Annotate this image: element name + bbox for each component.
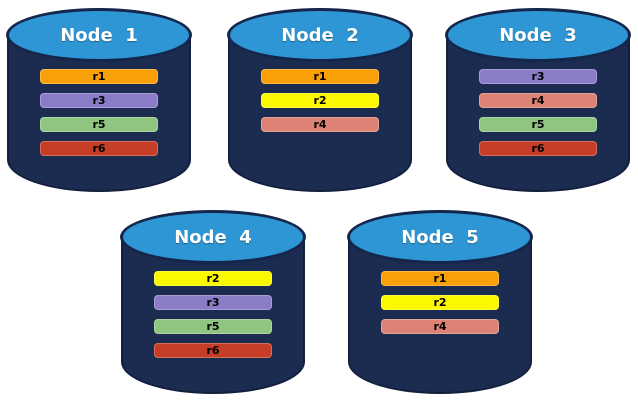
db-node-top: Node 1	[6, 8, 192, 62]
replica-bar-r3: r3	[154, 295, 272, 310]
replica-bar-r6: r6	[154, 343, 272, 358]
replica-label: r5	[531, 118, 545, 131]
replica-label: r3	[206, 296, 220, 309]
replica-label: r3	[531, 70, 545, 83]
replica-bar-r1: r1	[261, 69, 379, 84]
replica-label: r3	[92, 94, 106, 107]
node-title: Node 5	[401, 226, 479, 248]
replica-bar-r4: r4	[381, 319, 499, 334]
replica-bar-r5: r5	[479, 117, 597, 132]
replica-bar-r2: r2	[261, 93, 379, 108]
db-node-top: Node 2	[227, 8, 413, 62]
db-node-top: Node 5	[347, 210, 533, 264]
replica-bar-r3: r3	[479, 69, 597, 84]
replica-bar-r6: r6	[479, 141, 597, 156]
replica-label: r6	[531, 142, 545, 155]
replica-label: r2	[313, 94, 327, 107]
replica-bar-r5: r5	[40, 117, 158, 132]
db-node-2: Node 2 r1 r2 r4	[227, 8, 413, 192]
replica-list: r3 r4 r5 r6	[479, 69, 597, 156]
db-node-5: Node 5 r1 r2 r4	[347, 210, 533, 394]
replica-bar-r1: r1	[40, 69, 158, 84]
node-title: Node 4	[174, 226, 252, 248]
replica-label: r4	[313, 118, 327, 131]
db-node-1: Node 1 r1 r3 r5 r6	[6, 8, 192, 192]
replica-label: r2	[433, 296, 447, 309]
replica-bar-r4: r4	[479, 93, 597, 108]
node-title: Node 3	[499, 24, 577, 46]
replica-label: r6	[206, 344, 220, 357]
replica-bar-r3: r3	[40, 93, 158, 108]
replica-label: r5	[92, 118, 106, 131]
replica-label: r4	[433, 320, 447, 333]
db-node-top: Node 3	[445, 8, 631, 62]
replica-bar-r4: r4	[261, 117, 379, 132]
replica-label: r1	[313, 70, 327, 83]
replica-list: r1 r2 r4	[381, 271, 499, 334]
replica-label: r4	[531, 94, 545, 107]
replica-list: r1 r3 r5 r6	[40, 69, 158, 156]
db-node-3: Node 3 r3 r4 r5 r6	[445, 8, 631, 192]
replica-bar-r2: r2	[381, 295, 499, 310]
replica-label: r6	[92, 142, 106, 155]
node-title: Node 1	[60, 24, 138, 46]
replica-label: r2	[206, 272, 220, 285]
replica-label: r1	[92, 70, 106, 83]
replica-bar-r2: r2	[154, 271, 272, 286]
node-title: Node 2	[281, 24, 359, 46]
replica-label: r5	[206, 320, 220, 333]
replica-label: r1	[433, 272, 447, 285]
replica-list: r2 r3 r5 r6	[154, 271, 272, 358]
replica-list: r1 r2 r4	[261, 69, 379, 132]
db-node-top: Node 4	[120, 210, 306, 264]
replica-bar-r5: r5	[154, 319, 272, 334]
db-node-4: Node 4 r2 r3 r5 r6	[120, 210, 306, 394]
replica-bar-r6: r6	[40, 141, 158, 156]
replica-bar-r1: r1	[381, 271, 499, 286]
